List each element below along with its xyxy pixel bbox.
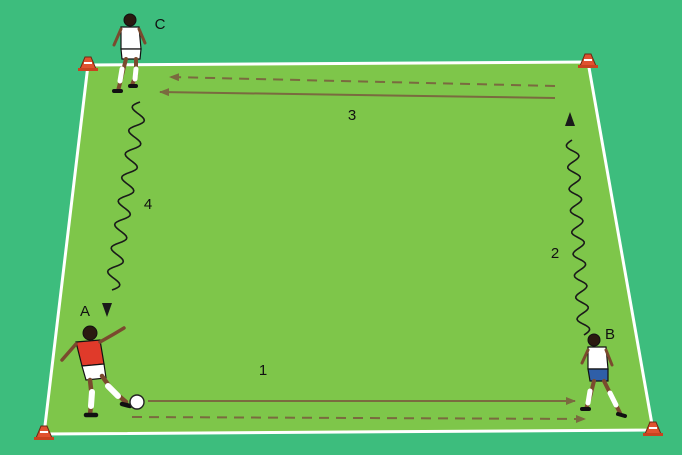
player-label-c: C bbox=[155, 16, 166, 33]
step-label-2: 2 bbox=[551, 245, 559, 262]
ball-icon bbox=[130, 395, 144, 409]
step-label-1: 1 bbox=[259, 362, 267, 379]
step-label-4: 4 bbox=[144, 196, 152, 213]
player-label-b: B bbox=[605, 326, 615, 343]
step-label-3: 3 bbox=[348, 107, 356, 124]
player-label-a: A bbox=[80, 303, 90, 320]
